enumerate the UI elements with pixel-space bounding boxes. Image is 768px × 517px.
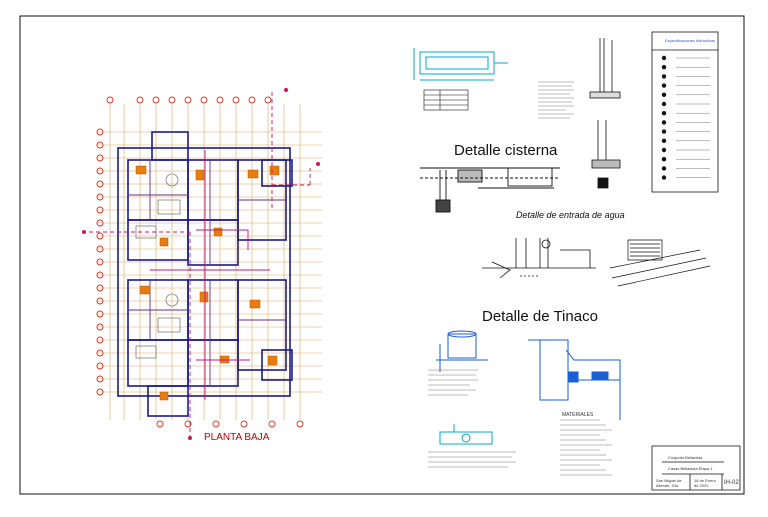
- axis-bubble: [296, 420, 304, 428]
- water-entry-title: Detalle de entrada de agua: [516, 210, 625, 220]
- axis-bubble: [96, 388, 104, 396]
- axis-bubble: [96, 141, 104, 149]
- notes-block: [538, 81, 574, 119]
- axis-bubble: [96, 154, 104, 162]
- axis-bubble: [96, 271, 104, 279]
- tinaco-detail-left: [436, 330, 488, 372]
- legend-symbol: [661, 83, 667, 88]
- axis-bubble: [152, 96, 160, 104]
- axis-bubble: [184, 420, 192, 428]
- axis-bubble: [96, 219, 104, 227]
- axis-bubble: [156, 420, 164, 428]
- axis-bubble: [96, 193, 104, 201]
- plumbing-fixtures: [135, 165, 280, 401]
- cistern-plan-view: [413, 48, 508, 81]
- axis-bubble: [232, 96, 240, 104]
- legend-symbol: [661, 101, 667, 107]
- trench-detail: [609, 239, 711, 287]
- tinaco-detail-title: Detalle de Tinaco: [482, 308, 598, 325]
- axis-bubble: [106, 96, 114, 104]
- riser-section: [589, 38, 621, 189]
- axis-bubble: [136, 96, 144, 104]
- axis-bubble: [96, 232, 104, 240]
- tinaco-detail-right: [528, 339, 621, 420]
- axis-bubble: [248, 96, 256, 104]
- sheet-number: IH-02: [724, 480, 739, 486]
- axis-bubble: [96, 375, 104, 383]
- axis-bubble: [96, 128, 104, 136]
- materials-list: [560, 419, 612, 476]
- drain-notes: [428, 451, 516, 468]
- axis-bubble: [96, 245, 104, 253]
- legend-symbol: [661, 111, 667, 116]
- legend-symbol: [661, 74, 667, 79]
- axis-bubble: [96, 336, 104, 344]
- axis-bubble: [268, 420, 276, 428]
- axis-bubble: [240, 420, 248, 428]
- specs-legend: [651, 31, 719, 193]
- axis-bubble: [96, 323, 104, 331]
- floor-plan-label: PLANTA BAJA: [204, 432, 270, 443]
- axis-bubble: [96, 206, 104, 214]
- legend-symbol: [661, 175, 667, 180]
- legend-symbol: [661, 65, 667, 70]
- specs-legend-title: Especificaciones hidráulicas: [665, 38, 716, 43]
- legend-symbol: [661, 92, 667, 98]
- legend-rows: [661, 55, 710, 180]
- title-block-line2: Casas Bellavista Etapa 1: [668, 466, 713, 471]
- axis-bubble: [96, 297, 104, 305]
- drain-detail: [439, 424, 493, 445]
- legend-symbol: [661, 129, 667, 134]
- axis-bubble: [200, 96, 208, 104]
- axis-bubble: [264, 96, 272, 104]
- title-block: [651, 445, 741, 491]
- title-block-line1: Conjunto Bellavista: [668, 455, 703, 460]
- hydraulic-lines: [150, 150, 270, 400]
- legend-symbol: [661, 147, 667, 153]
- axis-grid: [96, 104, 322, 420]
- floor-plan-partitions: [128, 160, 286, 386]
- cistern-detail-title: Detalle cisterna: [454, 142, 558, 159]
- axis-bubble: [96, 310, 104, 318]
- furniture: [135, 173, 181, 359]
- legend-symbol: [661, 138, 667, 143]
- axis-bubble: [96, 180, 104, 188]
- axis-bubble: [96, 258, 104, 266]
- axis-bubble: [96, 349, 104, 357]
- title-block-line4: 16 de Enero de 2020: [694, 478, 716, 488]
- table-block: [423, 89, 469, 111]
- cistern-section: [420, 167, 560, 213]
- axis-bubble: [184, 96, 192, 104]
- axis-bubble: [216, 96, 224, 104]
- legend-symbol: [661, 55, 667, 61]
- water-entry-detail: [482, 238, 596, 279]
- legend-symbol: [661, 157, 667, 162]
- axis-bubble: [96, 167, 104, 175]
- axis-bubbles: [96, 96, 304, 428]
- tinaco-notes: [428, 369, 478, 396]
- materials-title: MATERIALES: [562, 412, 594, 418]
- axis-bubble: [212, 420, 220, 428]
- axis-bubble: [96, 284, 104, 292]
- legend-symbol: [661, 166, 667, 171]
- cut-markers: [82, 88, 320, 440]
- legend-symbol: [661, 120, 667, 125]
- cut-axis-lines: [82, 92, 311, 440]
- axis-bubble: [168, 96, 176, 104]
- axis-bubble: [96, 362, 104, 370]
- title-block-line3: San Miguel de Allende, Gto.: [656, 478, 682, 488]
- sheet-border: [19, 15, 745, 495]
